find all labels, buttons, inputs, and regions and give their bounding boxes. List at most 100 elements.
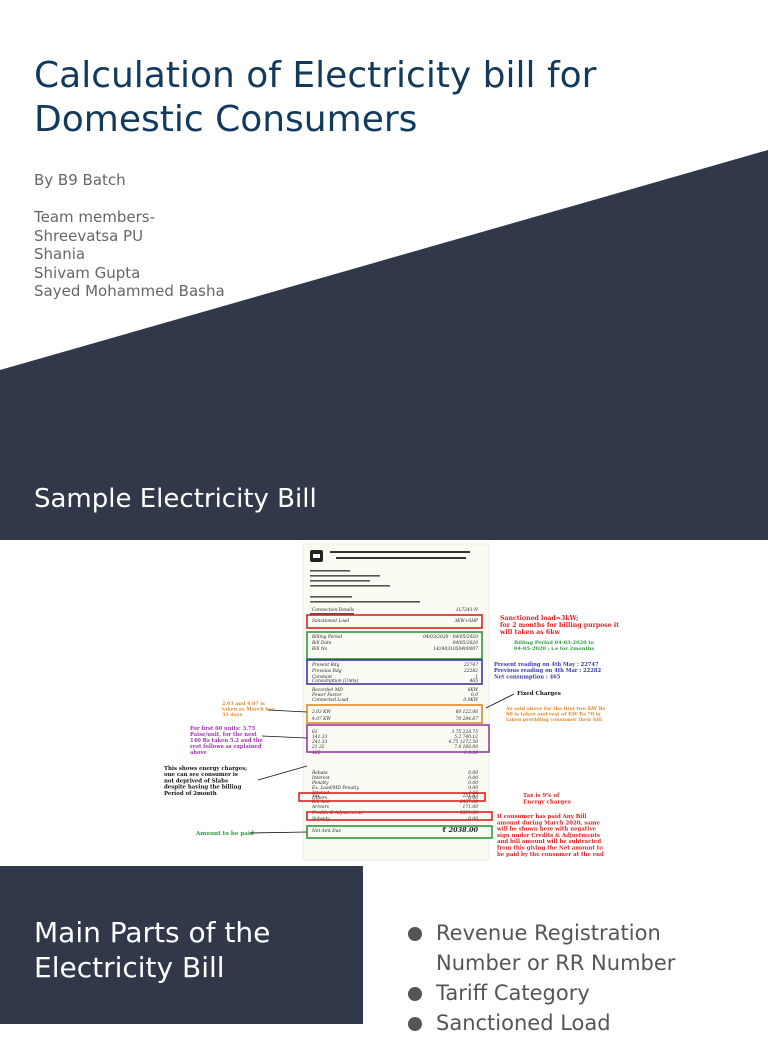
bill-line-label: Arrears	[311, 805, 330, 810]
bill-line-label: Present Rdg	[311, 663, 340, 668]
bill-line-label: Sanctioned Load	[312, 619, 350, 624]
bill-line-value: 465	[469, 679, 479, 684]
bill-line-value: 22282	[463, 669, 478, 674]
bill-line-label: Penalty	[311, 781, 329, 786]
annotation-readings: Present reading on 4th May : 22747 Previ…	[494, 662, 603, 680]
bill-line-label: Constant	[312, 675, 332, 680]
annotation-billing-period: Billing Period 04-03-2020 to 04-05-2020 …	[514, 640, 596, 652]
main-parts-panel: Main Parts of the Electricity Bill	[0, 866, 363, 1024]
bill-line-value: 1424031050400007	[433, 647, 478, 652]
credits-box	[306, 811, 493, 821]
annotation-line: amount during March 2020, same	[497, 820, 601, 826]
bill-line-value: 04/03/2020 - 04/05/2020	[423, 635, 478, 640]
annotation-line: 60 is taken and rest of KW Rs 70 is	[506, 711, 601, 717]
annotation-line: Period of 2month	[164, 791, 217, 797]
bill-line-value: 0.00	[468, 781, 478, 786]
bill-line-value: 0.00	[468, 786, 478, 791]
annotation-paid: If consumer has paid Any Bill amount dur…	[496, 814, 605, 858]
bill-line-value: 0KW	[468, 688, 479, 693]
annotation-line: from this giving the Net amount to	[497, 846, 603, 852]
annotation-line: will taken as 6kw	[499, 629, 561, 636]
bill-line-label: Bill No	[311, 647, 328, 652]
bill-line-label: 4.07 KW	[311, 717, 331, 722]
annotation-line: taken providing consumer their bill	[506, 717, 602, 723]
annotation-line: As said above for the first two KW Rs	[505, 706, 606, 712]
bill-line-value: 6.75 1172.50	[449, 740, 479, 745]
annotation-line: Sanctioned load=3kW;	[500, 615, 578, 622]
annotation-line: rest follows as explained	[190, 744, 262, 750]
annotation-line: 2.03 and 4.07 is	[222, 701, 265, 707]
bill-line-value: 70 284.67	[456, 717, 479, 722]
annotation-line: despite having the billing	[164, 785, 242, 791]
list-item: Sanctioned Load	[406, 1008, 675, 1038]
bill-line-label: Power Factor	[311, 693, 343, 698]
main-parts-title: Main Parts of the Electricity Bill	[34, 916, 271, 984]
bill-line-label: Ex. Load/MD Penalty	[311, 786, 359, 791]
bullet-icon	[408, 1017, 422, 1031]
annotation-line: Paise/unit, for the next	[190, 732, 257, 738]
bill-line-value: 1	[475, 675, 478, 680]
sanctioned-load-box	[306, 614, 483, 629]
bill-line-label: Others	[312, 796, 328, 801]
bill-line-value: 0.00	[468, 776, 478, 781]
section-title: Sample Electricity Bill	[34, 484, 317, 514]
team-list: Team members- Shreevatsa PU Shania Shiva…	[34, 208, 225, 301]
bill-line-value: 251.67	[462, 794, 479, 799]
annotation-line: one can see consumer is	[164, 772, 238, 778]
annotation-fixed-charges-label: Fixed Charges	[517, 691, 561, 697]
bill-line-value: 171.00	[463, 805, 479, 810]
bill-line-value: 0.00	[468, 771, 478, 776]
annotation-line: 140 Rs taken 5.2 and the	[190, 738, 263, 744]
bill-header	[330, 551, 470, 559]
annotation-line: 31 days	[222, 712, 243, 718]
annotation-first-60: For first 60 units: 3.75 Paise/unit, for…	[190, 726, 265, 756]
annotation-line: If consumer has paid Any Bill	[497, 814, 586, 820]
bill-line-value: 1L7241-N	[456, 608, 478, 613]
annotation-sanctioned: Sanctioned load=3kW; for 2 months for bi…	[499, 615, 621, 636]
bill-line-value: 22747	[463, 663, 478, 668]
bill-line-value: 0.0KW	[463, 698, 478, 703]
bill-line-label: 465	[311, 751, 321, 756]
bill-line-value: 7.8 166.00	[454, 745, 478, 750]
bill-line-value: 0.00	[468, 796, 478, 801]
annotation-line: Present reading on 4th May : 22747	[494, 662, 599, 668]
bill-line-value: 60 122.00	[456, 710, 479, 715]
bill-line-value: 2457.88	[459, 800, 478, 805]
energy-charges-box	[306, 724, 490, 753]
annotation-line: and bill amount will be subtracted	[497, 839, 601, 845]
team-heading: Team members-	[34, 208, 156, 226]
bill-line-value: 3.75 228.75	[451, 730, 478, 735]
team-member: Shivam Gupta	[34, 263, 141, 282]
annotation-line: Previous reading on 4th Mar : 22282	[494, 668, 601, 674]
annotation-line: for 2 months for billing purpose it	[500, 622, 619, 629]
bill-line-label: 21.32	[311, 745, 325, 750]
bill-line-label: Net Amt Due	[311, 829, 341, 834]
annotation-line: This shows energy charges;	[164, 766, 247, 772]
annotation-amount-label: Amount to be paid	[195, 831, 254, 837]
slide-background-shape	[0, 150, 768, 540]
bill-line-label: 141.33	[312, 735, 328, 740]
bill-line-label: Bill Date	[311, 641, 332, 646]
bill-line-label: Connected Load	[312, 698, 348, 703]
bill-line-label: Interest	[311, 776, 330, 781]
main-parts-slide: Main Parts of the Electricity Bill Reven…	[0, 866, 768, 1035]
bill-line-value: 3KW+0HP	[454, 619, 479, 624]
bill-line-label: Previous Rdg	[311, 669, 342, 674]
readings-box	[306, 659, 483, 685]
account-details	[310, 570, 420, 615]
bullet-icon	[408, 987, 422, 1001]
annotation-line: For first 60 units: 3.75	[190, 726, 256, 732]
bill-line-label: 241.33	[311, 740, 328, 745]
annotation-line: Billing Period 04-03-2020 to	[514, 640, 595, 646]
bill-line-value: 0.0	[471, 693, 478, 698]
annotation-energy: This shows energy charges; one can see c…	[164, 766, 249, 797]
bill-line-label: Consumption (Units)	[312, 679, 359, 684]
annotation-fixed-charges-note: As said above for the first two KW Rs 60…	[505, 706, 607, 723]
bullet-icon	[408, 927, 422, 941]
bill-line-value: 5.2 740.12	[454, 735, 478, 740]
bill-line-value: 0 0.00	[464, 751, 478, 756]
